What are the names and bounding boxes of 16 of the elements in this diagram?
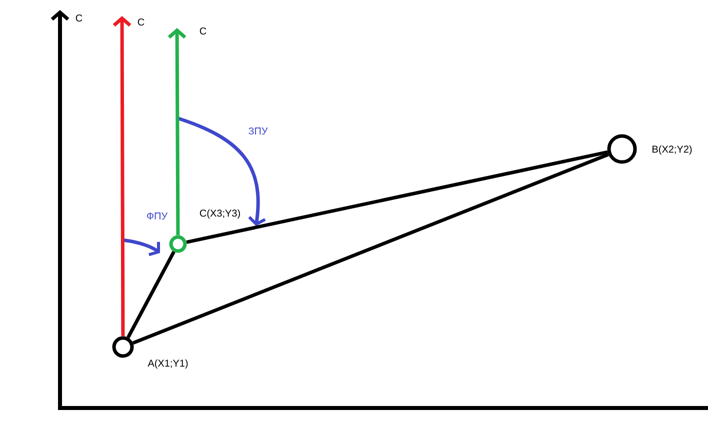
point-circle <box>607 134 637 164</box>
edge-label: С <box>136 17 146 27</box>
edge-label: С <box>198 26 208 36</box>
point-label: C(X3;Y3) <box>200 209 240 219</box>
point-label: A(X1;Y1) <box>148 359 188 369</box>
arrow <box>168 28 186 236</box>
angle-label: ФПУ <box>147 212 168 220</box>
point-circle <box>112 336 134 358</box>
line <box>186 150 608 244</box>
point-label: B(X2;Y2) <box>652 145 692 155</box>
arrow <box>112 16 132 336</box>
angle-label: ЗПУ <box>248 127 268 135</box>
line <box>126 250 176 338</box>
axis-label: С <box>76 14 82 22</box>
point-circle <box>169 235 187 253</box>
line <box>132 152 609 345</box>
